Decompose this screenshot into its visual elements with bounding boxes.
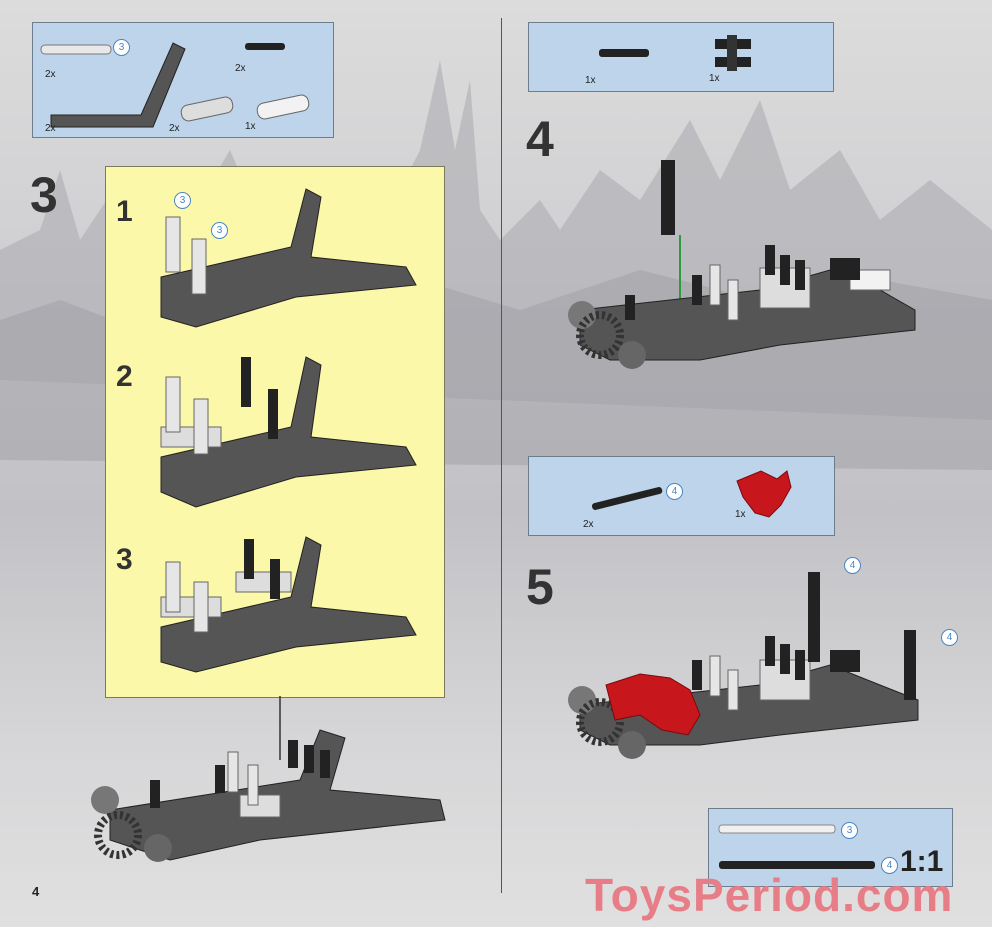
axle — [808, 572, 820, 662]
step5-model — [568, 572, 919, 759]
liftarm-3-gray-icon — [180, 96, 234, 122]
page-number: 4 — [32, 884, 40, 899]
scale-ratio: 1:1 — [900, 845, 944, 878]
substep-3-model — [160, 536, 417, 673]
part-callout-number: 4 — [844, 557, 861, 574]
axle-3-scale — [718, 824, 836, 834]
part-qty: 2x — [45, 123, 56, 134]
substep-illustrations — [160, 188, 417, 673]
parts-graphics — [591, 470, 792, 518]
red-armor-piece — [605, 673, 701, 736]
liftarm-3-white-icon — [256, 94, 310, 120]
parts-graphics — [599, 35, 751, 71]
part-callout-number: 3 — [113, 39, 130, 56]
red-armor-icon — [736, 470, 792, 518]
long-pin-icon — [599, 49, 649, 57]
step4-parts-box: 1x 1x — [528, 22, 834, 92]
part-qty: 2x — [169, 123, 180, 134]
step3-parts-box: 2x 3 2x 2x 2x 1x — [32, 22, 334, 138]
part-qty: 2x — [235, 63, 246, 74]
cross-connector-icon — [715, 35, 751, 71]
scale-reference-box: 3 4 — [708, 808, 953, 887]
part-callout-number: 4 — [881, 857, 898, 874]
axle-4-scale — [719, 861, 875, 869]
part-callout-number: 3 — [174, 192, 191, 209]
part-qty: 1x — [245, 121, 256, 132]
part-callout-number: 3 — [211, 222, 228, 239]
substep-number: 3 — [116, 543, 133, 576]
pin-axle-icon — [245, 43, 285, 50]
step4-model — [568, 160, 916, 369]
substep-2-model — [160, 356, 417, 508]
part-callout-number: 3 — [841, 822, 858, 839]
substeps-box: 1 3 3 2 3 — [105, 166, 445, 698]
part-qty: 1x — [735, 509, 746, 520]
step-number: 3 — [30, 167, 58, 223]
step5-parts-box: 2x 4 1x — [528, 456, 835, 536]
substep-number: 2 — [116, 360, 133, 393]
step3-assembled-model — [91, 729, 446, 862]
part-qty: 2x — [583, 519, 594, 530]
part-qty: 1x — [709, 73, 720, 84]
substep-number: 1 — [116, 195, 133, 228]
scale-graphics — [718, 824, 875, 869]
watermark: ToysPeriod.com — [585, 869, 954, 921]
substep-1-model — [160, 188, 417, 328]
step-number: 4 — [526, 111, 554, 167]
part-callout-number: 4 — [941, 629, 958, 646]
long-pin — [661, 160, 675, 235]
bent-liftarm-icon — [50, 42, 186, 128]
step-number: 5 — [526, 559, 554, 615]
column-divider — [501, 18, 502, 893]
parts-graphics — [40, 42, 310, 128]
part-qty: 1x — [585, 75, 596, 86]
part-qty: 2x — [45, 69, 56, 80]
axle — [904, 630, 916, 700]
axle-3-icon — [40, 44, 112, 55]
axle-4-icon — [591, 487, 663, 510]
part-callout-number: 4 — [666, 483, 683, 500]
